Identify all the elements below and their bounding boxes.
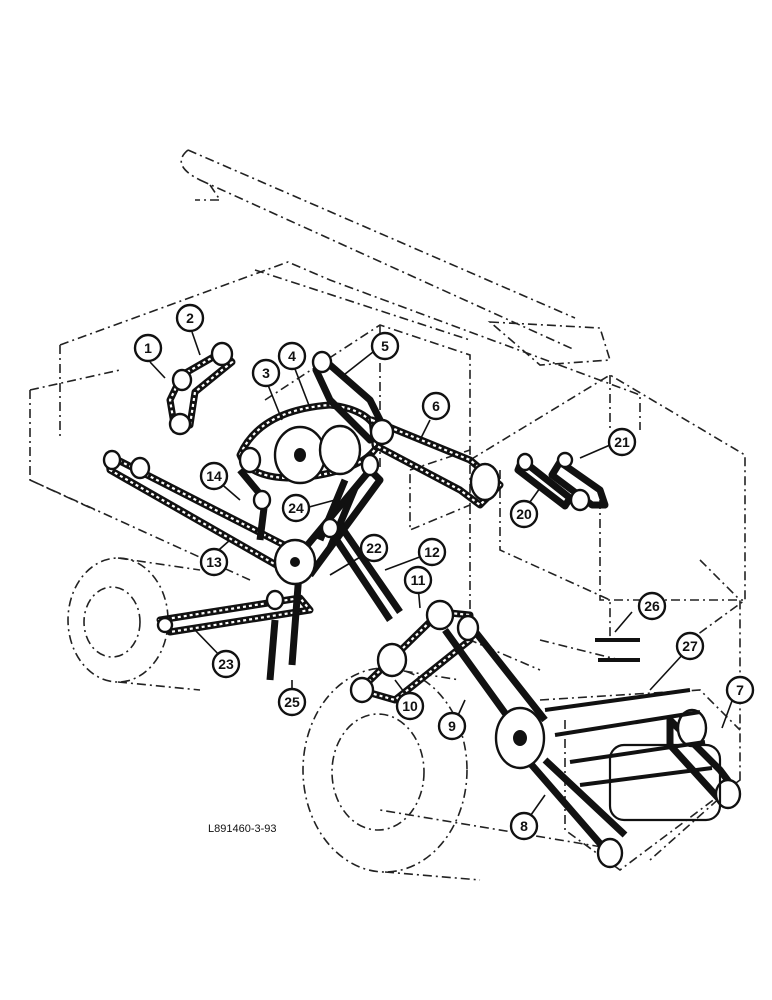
pulley: [311, 350, 333, 374]
pulley: [210, 341, 234, 367]
pulley: [369, 418, 395, 446]
pulley: [238, 446, 262, 474]
callout-3: 3: [251, 358, 281, 388]
pulley: [168, 412, 192, 436]
pulley: [556, 451, 574, 469]
svg-text:2: 2: [186, 310, 194, 326]
feeder-drum: [608, 743, 722, 822]
pulley: [129, 456, 151, 480]
pulley: [102, 449, 122, 471]
callout-26: 26: [637, 591, 667, 621]
svg-text:22: 22: [366, 540, 382, 556]
svg-text:13: 13: [206, 554, 222, 570]
svg-text:23: 23: [218, 656, 234, 672]
svg-text:14: 14: [206, 468, 222, 484]
callout-10: 10: [395, 691, 425, 721]
feeder-shafts: [544, 638, 722, 822]
svg-text:1: 1: [144, 340, 152, 356]
callout-12: 12: [417, 537, 447, 567]
pulley: [596, 837, 624, 869]
belt-12: [327, 523, 403, 622]
rear-tire: [302, 667, 468, 873]
figure-reference-code: L891460-3-93: [208, 823, 277, 835]
pulley: [714, 778, 742, 810]
svg-text:6: 6: [432, 398, 440, 414]
callout-11: 11: [403, 565, 433, 595]
callout-25: 25: [277, 687, 307, 717]
callout-9: 9: [437, 711, 467, 741]
pulley: [456, 614, 480, 642]
svg-text:10: 10: [402, 698, 418, 714]
pulley: [320, 517, 340, 539]
pulley: [171, 368, 193, 392]
callout-13: 13: [199, 547, 229, 577]
callout-22: 22: [359, 533, 389, 563]
svg-text:27: 27: [682, 638, 698, 654]
svg-text:4: 4: [288, 348, 296, 364]
callout-24: 24: [281, 493, 311, 523]
pulleys: [102, 341, 742, 869]
pulley: [425, 599, 455, 631]
callout-7: 7: [725, 675, 755, 705]
callout-6: 6: [421, 391, 451, 421]
unloading-auger: [180, 149, 576, 351]
svg-text:12: 12: [424, 544, 440, 560]
svg-text:25: 25: [284, 694, 300, 710]
callout-4: 4: [277, 341, 307, 371]
svg-text:11: 11: [411, 572, 426, 588]
callout-20: 20: [509, 499, 539, 529]
svg-text:9: 9: [448, 718, 456, 734]
svg-text:3: 3: [262, 365, 270, 381]
belt-21: [548, 458, 609, 509]
engine-compartment: [469, 374, 746, 641]
pulley: [360, 453, 380, 477]
belt-10-11: [356, 608, 474, 704]
svg-text:24: 24: [288, 500, 304, 516]
belt-23: [156, 594, 314, 636]
belt-9: [442, 622, 548, 723]
pulley: [252, 489, 272, 511]
pulley: [469, 462, 501, 502]
callout-27: 27: [675, 631, 705, 661]
callout-5: 5: [370, 331, 400, 361]
callout-1: 1: [133, 333, 163, 363]
callout-8: 8: [509, 811, 539, 841]
pulley: [349, 676, 375, 704]
pulley: [265, 589, 285, 611]
svg-text:8: 8: [520, 818, 528, 834]
svg-text:20: 20: [516, 506, 532, 522]
svg-text:5: 5: [381, 338, 389, 354]
machine-outline: [29, 149, 746, 881]
callout-21: 21: [607, 427, 637, 457]
pulley: [376, 642, 408, 678]
callout-23: 23: [211, 649, 241, 679]
pulley: [318, 424, 362, 476]
callouts: 1 2 3 4 5 6 7 8 9 10 11 12 13 14 20 21 2…: [133, 303, 755, 841]
pulley: [516, 452, 534, 472]
callout-2: 2: [175, 303, 205, 333]
svg-text:21: 21: [614, 434, 630, 450]
svg-text:7: 7: [736, 682, 744, 698]
pulley: [156, 616, 174, 634]
front-tire: [67, 557, 169, 683]
pulley: [569, 488, 591, 512]
callout-14: 14: [199, 461, 229, 491]
grain-tank-outline: [59, 261, 641, 440]
svg-text:26: 26: [644, 598, 660, 614]
